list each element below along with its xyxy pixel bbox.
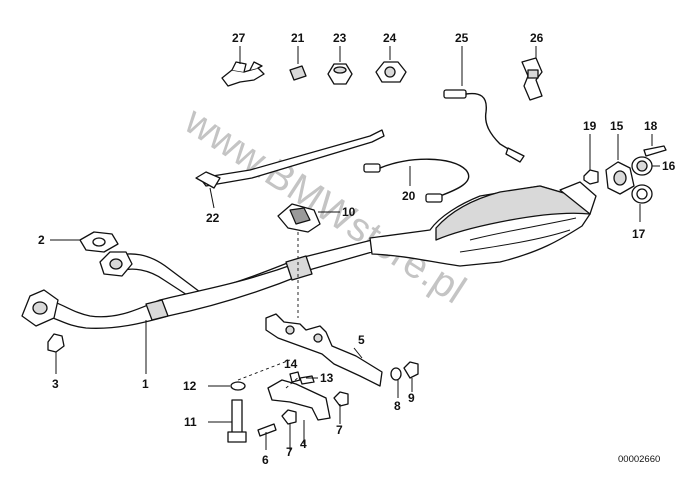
part-23-nut bbox=[327, 63, 353, 85]
assembly-line-2 bbox=[237, 359, 291, 381]
callout-2: 2 bbox=[38, 233, 45, 247]
part-21-clip bbox=[289, 65, 307, 81]
part-3-nut bbox=[47, 333, 65, 353]
part-24-rubber-mount bbox=[375, 61, 407, 83]
callout-12: 12 bbox=[183, 379, 197, 393]
callout-24: 24 bbox=[383, 31, 397, 45]
callout-4: 4 bbox=[300, 437, 307, 451]
part-6-screw bbox=[257, 423, 277, 437]
part-5-bracket bbox=[265, 313, 383, 387]
part-8-washer bbox=[390, 367, 402, 381]
callout-19: 19 bbox=[583, 119, 597, 133]
callout-17: 17 bbox=[632, 227, 646, 241]
callout-6: 6 bbox=[262, 453, 269, 467]
callout-22: 22 bbox=[206, 211, 220, 225]
part-17-ring bbox=[631, 184, 653, 204]
part-19-nut bbox=[583, 169, 599, 185]
flange-lower bbox=[21, 289, 59, 327]
callout-5: 5 bbox=[358, 333, 365, 347]
leader-lines bbox=[50, 46, 660, 450]
callout-7-left: 7 bbox=[286, 445, 293, 459]
part-27-clip bbox=[221, 61, 265, 87]
part-7-nut-right bbox=[333, 391, 349, 407]
part-20-sensor bbox=[363, 158, 470, 203]
part-13-screw bbox=[299, 375, 315, 385]
watermark-text: www.BMWstore.pl bbox=[176, 98, 473, 312]
callout-16: 16 bbox=[662, 159, 676, 173]
part-26-bracket bbox=[521, 57, 543, 101]
callout-18: 18 bbox=[644, 119, 658, 133]
callout-11: 11 bbox=[184, 415, 197, 429]
callout-13: 13 bbox=[320, 371, 334, 385]
callout-21: 21 bbox=[291, 31, 305, 45]
callout-9: 9 bbox=[408, 391, 415, 405]
part-18-bolt bbox=[643, 145, 667, 157]
part-12-washer bbox=[230, 381, 246, 391]
part-7-nut-lower bbox=[281, 409, 297, 425]
callout-10: 10 bbox=[342, 205, 356, 219]
callout-14: 14 bbox=[284, 357, 298, 371]
callout-25: 25 bbox=[455, 31, 469, 45]
callout-23: 23 bbox=[333, 31, 347, 45]
part-9-nut bbox=[403, 361, 419, 379]
part-16-ring bbox=[631, 156, 653, 176]
part-10-bracket bbox=[277, 203, 321, 233]
part-1-front-pipe bbox=[39, 239, 373, 329]
part-22-hanger-strap bbox=[195, 129, 385, 189]
callout-27: 27 bbox=[232, 31, 246, 45]
callout-3: 3 bbox=[52, 377, 59, 391]
part-25-oxygen-sensor bbox=[443, 89, 525, 163]
callout-7-right: 7 bbox=[336, 423, 343, 437]
part-4-bracket bbox=[267, 379, 331, 421]
part-14-screw bbox=[289, 371, 301, 383]
catalytic-converter bbox=[369, 181, 597, 267]
callout-15: 15 bbox=[610, 119, 624, 133]
flange-upper bbox=[99, 251, 133, 277]
part-15-flange bbox=[605, 161, 635, 195]
part-11-bolt bbox=[227, 399, 247, 443]
part-2-gasket bbox=[79, 231, 119, 253]
callout-26: 26 bbox=[530, 31, 544, 45]
callout-8: 8 bbox=[394, 399, 401, 413]
drawing-number: 00002660 bbox=[618, 454, 660, 465]
callout-20: 20 bbox=[402, 189, 416, 203]
callout-1: 1 bbox=[142, 377, 149, 391]
